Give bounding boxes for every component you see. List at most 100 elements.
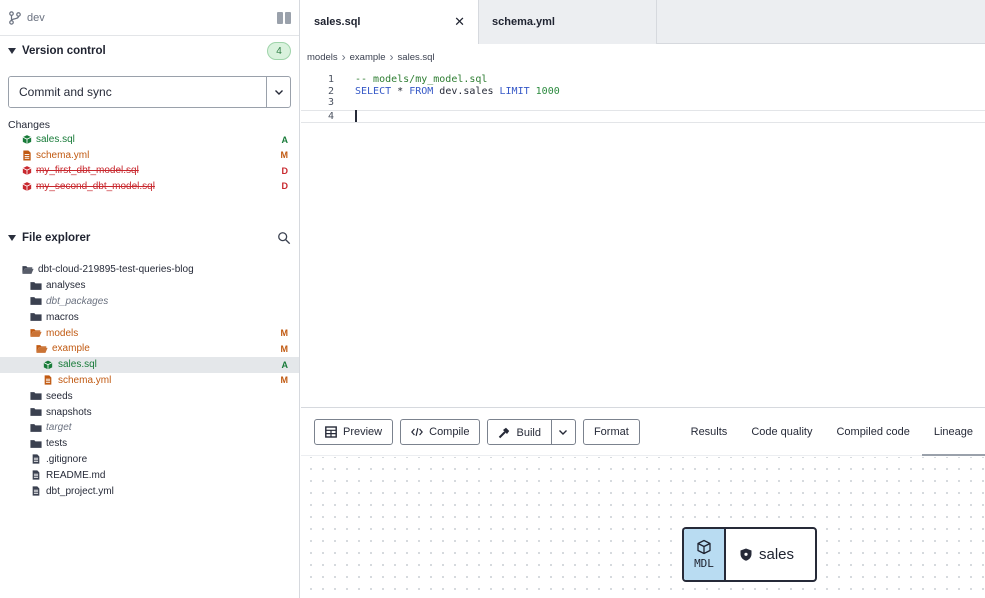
close-icon[interactable]: ✕ <box>454 14 465 30</box>
preview-button[interactable]: Preview <box>314 419 393 445</box>
tab-code-quality[interactable]: Code quality <box>739 408 824 456</box>
preview-label: Preview <box>343 426 382 438</box>
tab-compiled-code[interactable]: Compiled code <box>824 408 921 456</box>
tree-item-label: sales.sql <box>58 359 97 370</box>
tree-item[interactable]: analyses <box>0 278 299 294</box>
change-item[interactable]: my_second_dbt_model.sqlD <box>0 179 299 195</box>
file-status-badge: M <box>281 328 289 338</box>
collapse-sidebar-icon[interactable] <box>277 12 291 24</box>
build-button[interactable]: Build <box>488 420 550 445</box>
folder-icon <box>30 281 46 291</box>
tree-item[interactable]: .gitignore <box>0 452 299 468</box>
build-dropdown-button[interactable] <box>551 420 575 444</box>
chevron-down-icon <box>558 427 568 437</box>
tree-item[interactable]: seeds <box>0 388 299 404</box>
tree-item[interactable]: target <box>0 420 299 436</box>
hammer-icon <box>498 427 510 439</box>
tree-item[interactable]: sales.sql A <box>0 357 299 373</box>
tab-results[interactable]: Results <box>679 408 740 456</box>
folder-open-icon <box>22 265 38 275</box>
folder-icon <box>30 391 46 401</box>
caret-down-icon <box>8 48 16 54</box>
version-control-header[interactable]: Version control 4 <box>0 36 299 66</box>
file-status-badge: M <box>281 375 289 385</box>
tree-item-label: seeds <box>46 391 73 402</box>
tree-item-label: dbt_packages <box>46 296 108 307</box>
tree-item-label: analyses <box>46 280 85 291</box>
tree-item[interactable]: dbt-cloud-219895-test-queries-blog <box>0 262 299 278</box>
folder-open-icon <box>36 344 52 354</box>
breadcrumb-item[interactable]: sales.sql <box>398 52 435 63</box>
format-button[interactable]: Format <box>583 419 640 445</box>
tree-item[interactable]: dbt_project.yml <box>0 483 299 499</box>
code-editor[interactable]: 1 -- models/my_model.sql 2 SELECT * FROM… <box>301 74 985 123</box>
code-line-current: 4 <box>301 110 985 123</box>
breadcrumb-item[interactable]: example <box>350 52 386 63</box>
commit-and-sync-group: Commit and sync <box>8 76 291 108</box>
tab-sales-sql[interactable]: sales.sql ✕ <box>301 0 479 44</box>
tree-item-label: schema.yml <box>58 375 111 386</box>
line-number: 4 <box>301 111 334 122</box>
code-text: SELECT * FROM dev.sales LIMIT 1000 <box>355 86 560 97</box>
tree-item-label: macros <box>46 312 79 323</box>
search-icon[interactable] <box>277 231 291 245</box>
change-item[interactable]: schema.ymlM <box>0 148 299 164</box>
changes-label: Changes <box>0 118 299 132</box>
version-control-title: Version control <box>22 45 106 57</box>
caret-down-icon <box>8 235 16 241</box>
bottom-toolbar: Preview Compile Build Format Results Cod… <box>301 408 985 456</box>
tree-item-label: README.md <box>46 470 105 481</box>
file-explorer-header[interactable]: File explorer <box>0 226 299 250</box>
compile-button[interactable]: Compile <box>400 419 480 445</box>
commit-and-sync-button[interactable]: Commit and sync <box>9 77 266 107</box>
change-status-badge: D <box>282 166 289 176</box>
branch-selector[interactable]: dev <box>8 11 45 25</box>
model-icon <box>42 360 58 370</box>
commit-dropdown-button[interactable] <box>266 77 290 107</box>
editor-area: sales.sql ✕ schema.yml models › example … <box>301 0 985 598</box>
lineage-canvas[interactable]: MDL sales <box>301 457 985 598</box>
change-status-badge: A <box>282 135 289 145</box>
change-item[interactable]: sales.sql A <box>0 132 299 148</box>
folder-open-icon <box>30 328 46 338</box>
tree-item[interactable]: snapshots <box>0 404 299 420</box>
tree-item[interactable]: macros <box>0 309 299 325</box>
folder-icon <box>30 296 46 306</box>
code-text: -- models/my_model.sql <box>355 74 487 85</box>
chevron-right-icon: › <box>342 50 346 64</box>
change-item[interactable]: my_first_dbt_model.sqlD <box>0 163 299 179</box>
yml-file-icon <box>42 375 58 385</box>
node-name: sales <box>726 529 815 580</box>
breadcrumb-item[interactable]: models <box>307 52 338 63</box>
file-status-badge: A <box>282 360 289 370</box>
breadcrumb: models › example › sales.sql <box>301 44 985 70</box>
tree-item[interactable]: tests <box>0 436 299 452</box>
tree-item[interactable]: modelsM <box>0 325 299 341</box>
tree-item-label: dbt_project.yml <box>46 486 114 497</box>
change-file-name: sales.sql <box>36 134 75 145</box>
chevron-down-icon <box>274 87 284 97</box>
file-icon <box>22 150 36 161</box>
lineage-node-sales[interactable]: MDL sales <box>682 527 817 582</box>
tab-schema-yml[interactable]: schema.yml <box>479 0 657 44</box>
tree-item[interactable]: dbt_packages <box>0 294 299 310</box>
git-branch-icon <box>8 11 22 25</box>
tree-item[interactable]: README.md <box>0 467 299 483</box>
line-number: 1 <box>301 74 334 85</box>
folder-icon <box>30 439 46 449</box>
folder-icon <box>30 423 46 433</box>
tree-item[interactable]: schema.yml M <box>0 373 299 389</box>
tree-item[interactable]: exampleM <box>0 341 299 357</box>
table-icon <box>325 426 337 438</box>
file-icon <box>30 470 46 480</box>
line-number: 2 <box>301 86 334 97</box>
change-status-badge: M <box>281 150 289 160</box>
build-button-group: Build <box>487 419 575 445</box>
tab-lineage[interactable]: Lineage <box>922 410 985 456</box>
code-text <box>355 110 357 122</box>
code-line: 2 SELECT * FROM dev.sales LIMIT 1000 <box>301 86 985 98</box>
model-icon <box>22 134 36 145</box>
tree-item-label: .gitignore <box>46 454 87 465</box>
change-file-name: my_second_dbt_model.sql <box>36 181 155 192</box>
code-icon <box>411 426 423 438</box>
